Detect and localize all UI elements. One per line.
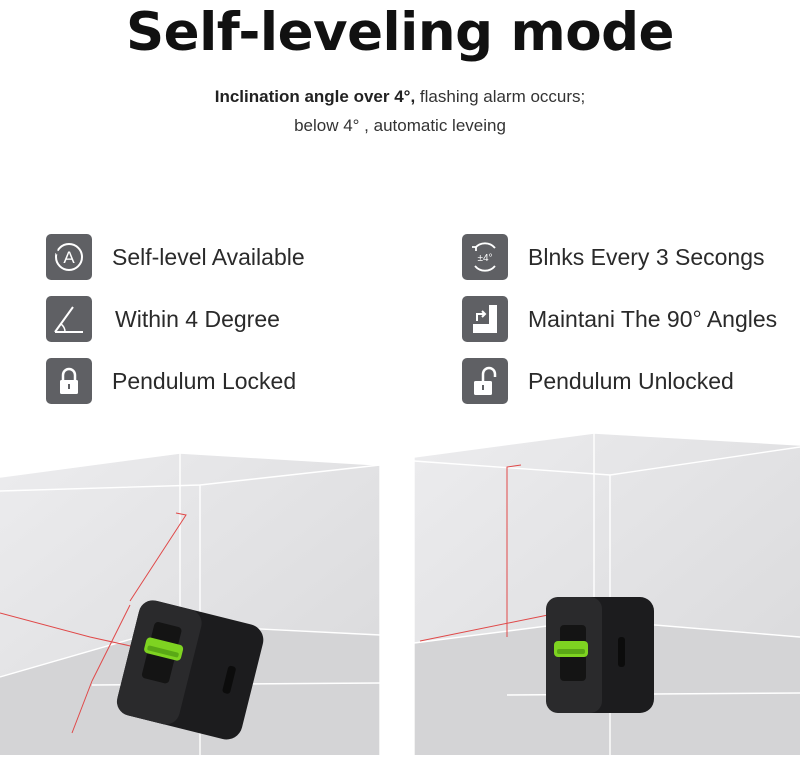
feature-label: Maintani The 90° Angles <box>528 305 778 332</box>
right-laser-lines <box>419 464 549 642</box>
subtitle-line-1: Inclination angle over 4°, flashing alar… <box>0 87 800 107</box>
lock-open-icon <box>462 358 508 404</box>
right-angle-icon <box>462 296 508 342</box>
feature-label: Pendulum Unlocked <box>528 367 734 394</box>
auto-level-icon: A <box>46 234 92 280</box>
svg-text:A: A <box>63 248 75 267</box>
left-laser-device <box>116 600 264 740</box>
feature-label: Blnks Every 3 Secongs <box>528 243 765 270</box>
angle-icon <box>46 296 92 342</box>
subtitle-line-2: below 4° , automatic leveing <box>294 116 506 135</box>
feature-within-4-degree: Within 4 Degree <box>46 296 280 342</box>
lock-closed-icon <box>46 358 92 404</box>
subtitle-rest: flashing alarm occurs; <box>419 87 586 106</box>
feature-pendulum-locked: Pendulum Locked <box>46 358 296 404</box>
feature-label: Within 4 Degree <box>115 305 280 332</box>
page-title: Self-leveling mode <box>126 2 675 63</box>
feature-90-angles: Maintani The 90° Angles <box>462 296 777 342</box>
svg-text:±4°: ±4° <box>477 253 492 264</box>
right-laser-device <box>546 597 654 713</box>
laser-illustration <box>0 432 800 755</box>
feature-label: Self-level Available <box>112 243 305 270</box>
feature-blinks: ±4° Blnks Every 3 Secongs <box>462 234 765 280</box>
feature-label: Pendulum Locked <box>112 367 297 394</box>
subtitle-bold: Inclination angle over 4°, <box>214 87 416 106</box>
feature-self-level: A Self-level Available <box>46 234 305 280</box>
tilt-4-degree-icon: ±4° <box>462 234 508 280</box>
feature-pendulum-unlocked: Pendulum Unlocked <box>462 358 734 404</box>
